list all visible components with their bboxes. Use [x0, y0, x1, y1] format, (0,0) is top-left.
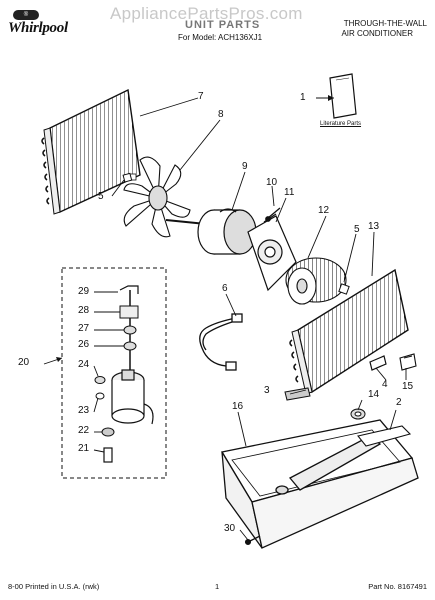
callout-11: 11 [284, 187, 295, 198]
compressor [111, 290, 154, 425]
callout-29: 29 [78, 286, 90, 297]
terminal-cover [119, 305, 139, 319]
callout-5-right: 5 [354, 224, 360, 235]
brand-badge: ® [13, 10, 39, 20]
mounting-grommet [101, 427, 115, 437]
callout-1: 1 [300, 92, 306, 103]
wire-harness [199, 313, 243, 371]
page-number: 1 [215, 582, 220, 591]
foam-strip [284, 387, 311, 401]
screw [265, 207, 281, 222]
callout-6: 6 [222, 283, 228, 294]
callout-20: 20 [18, 357, 30, 368]
bracket [369, 355, 387, 371]
compressor-assembly-group [61, 267, 167, 479]
overload-protector [123, 325, 137, 335]
callout-28: 28 [78, 305, 90, 316]
literature-parts-label: Literature Parts [320, 121, 362, 127]
callout-15: 15 [402, 381, 414, 392]
drain-pan [357, 425, 412, 447]
mounting-bolt [103, 447, 113, 463]
callout-12: 12 [318, 205, 330, 216]
callout-2: 2 [396, 397, 402, 408]
part-number: Part No. 8167491 [368, 582, 427, 591]
blower-wheel [285, 257, 347, 305]
clip-left [122, 172, 133, 183]
control-part [399, 353, 417, 371]
grommet-compressor [123, 341, 137, 351]
callout-21: 21 [78, 443, 90, 454]
grommet [350, 408, 366, 420]
print-info: 8-00 Printed in U.S.A. (rwk) [8, 582, 100, 591]
model-line: For Model: ACH136XJ1 [178, 33, 263, 42]
callout-30: 30 [224, 523, 236, 534]
brand-logo: Whirlpool [8, 20, 68, 36]
callout-27: 27 [78, 323, 90, 334]
literature-booklet [329, 73, 357, 119]
callout-7: 7 [198, 91, 204, 102]
orifice-mount [247, 213, 297, 292]
callout-13: 13 [368, 221, 380, 232]
watermark: AppliancePartsPros.com [110, 4, 303, 23]
callout-8: 8 [218, 109, 224, 120]
callout-23: 23 [78, 405, 90, 416]
product-type-line1: THROUGH-THE-WALL [343, 19, 427, 28]
condenser-coil [41, 88, 141, 215]
callout-9: 9 [242, 161, 248, 172]
callout-22: 22 [78, 425, 90, 436]
callout-4: 4 [382, 379, 388, 390]
callout-26: 26 [78, 339, 90, 350]
callout-14: 14 [368, 389, 380, 400]
clip-right [338, 283, 350, 295]
fan-blade [123, 156, 191, 238]
evaporator-coil [289, 268, 409, 395]
overload-clip [119, 285, 139, 294]
washer [95, 392, 105, 400]
callout-5-left: 5 [98, 191, 104, 202]
callout-3: 3 [264, 385, 270, 396]
callout-24: 24 [78, 359, 90, 370]
product-type-line2: AIR CONDITIONER [341, 29, 413, 38]
leader-arrowheads [56, 95, 334, 362]
callout-16: 16 [232, 401, 244, 412]
callout-10: 10 [266, 177, 278, 188]
fan-motor [165, 208, 271, 255]
leader-lines [43, 97, 407, 541]
section-title: UNIT PARTS [185, 19, 261, 31]
nut [94, 376, 106, 384]
